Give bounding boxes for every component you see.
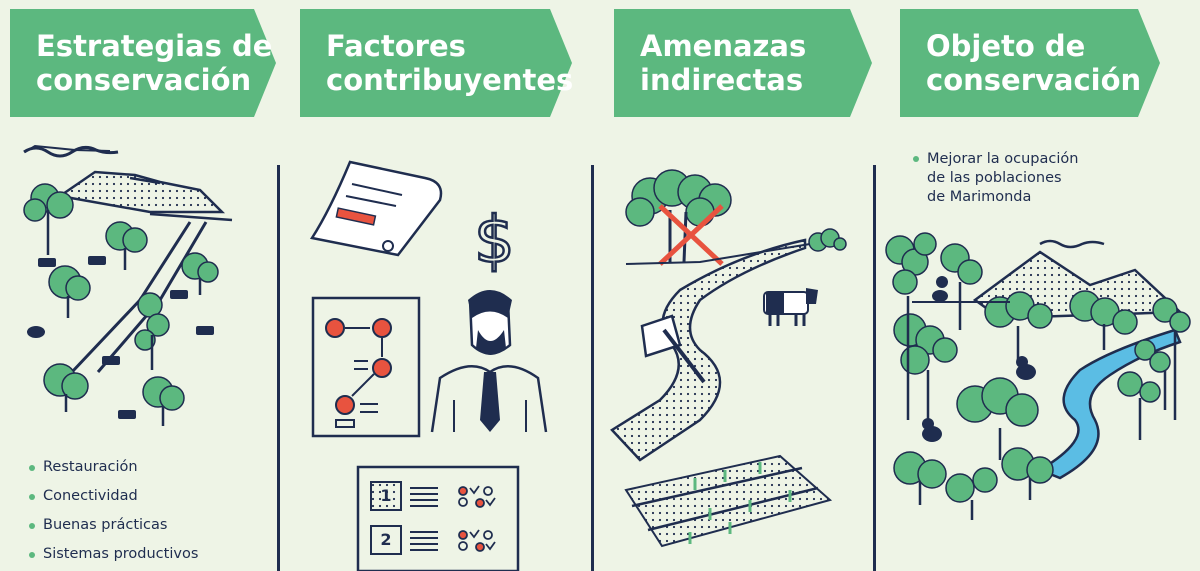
column-divider [873,165,876,571]
deforestation-icon [610,169,847,462]
banner-factores: Factores contribuyentes [300,9,574,117]
banner-title: Factores contribuyentes [326,29,574,97]
forest-river-icon [885,232,1191,520]
list-item: Restauración [28,453,198,482]
list-item: Sistemas productivos [28,540,198,569]
flowchart-icon [311,296,421,438]
column-divider [277,165,280,571]
banner-arrow-shape [900,9,1160,117]
dollar-icon: $ [473,203,516,280]
target-goal: Mejorar la ocupación de las poblaciones … [912,150,1078,207]
monkey-icon [922,276,1036,442]
banner-estrategias: Estrategias de conservación [10,9,276,117]
banner-amenazas: Amenazas indirectas [614,9,872,117]
banner-objeto: Objeto de conservación [900,9,1160,117]
list-item: Buenas prácticas [28,511,198,540]
checklist-number-1: 1 [380,486,392,505]
svg-text:$: $ [474,204,515,278]
person-icon [430,290,548,433]
crops-icon [624,454,833,548]
mountain-landscape-icon [23,144,233,426]
strategies-list: Restauración Conectividad Buenas práctic… [28,453,198,569]
list-item: Conectividad [28,482,198,511]
banner-arrow-shape [10,9,276,117]
checklist-icon [356,465,520,571]
banner-arrow-shape [614,9,872,117]
document-icon [309,160,443,257]
column-divider [591,165,594,571]
banner-title: Estrategias de conservación [36,29,273,97]
axe-icon [640,314,706,384]
banner-title: Amenazas indirectas [640,29,807,97]
banner-arrow-shape [300,9,572,117]
cow-icon [763,288,818,326]
checklist-number-2: 2 [380,530,392,549]
banner-title: Objeto de conservación [926,29,1142,97]
